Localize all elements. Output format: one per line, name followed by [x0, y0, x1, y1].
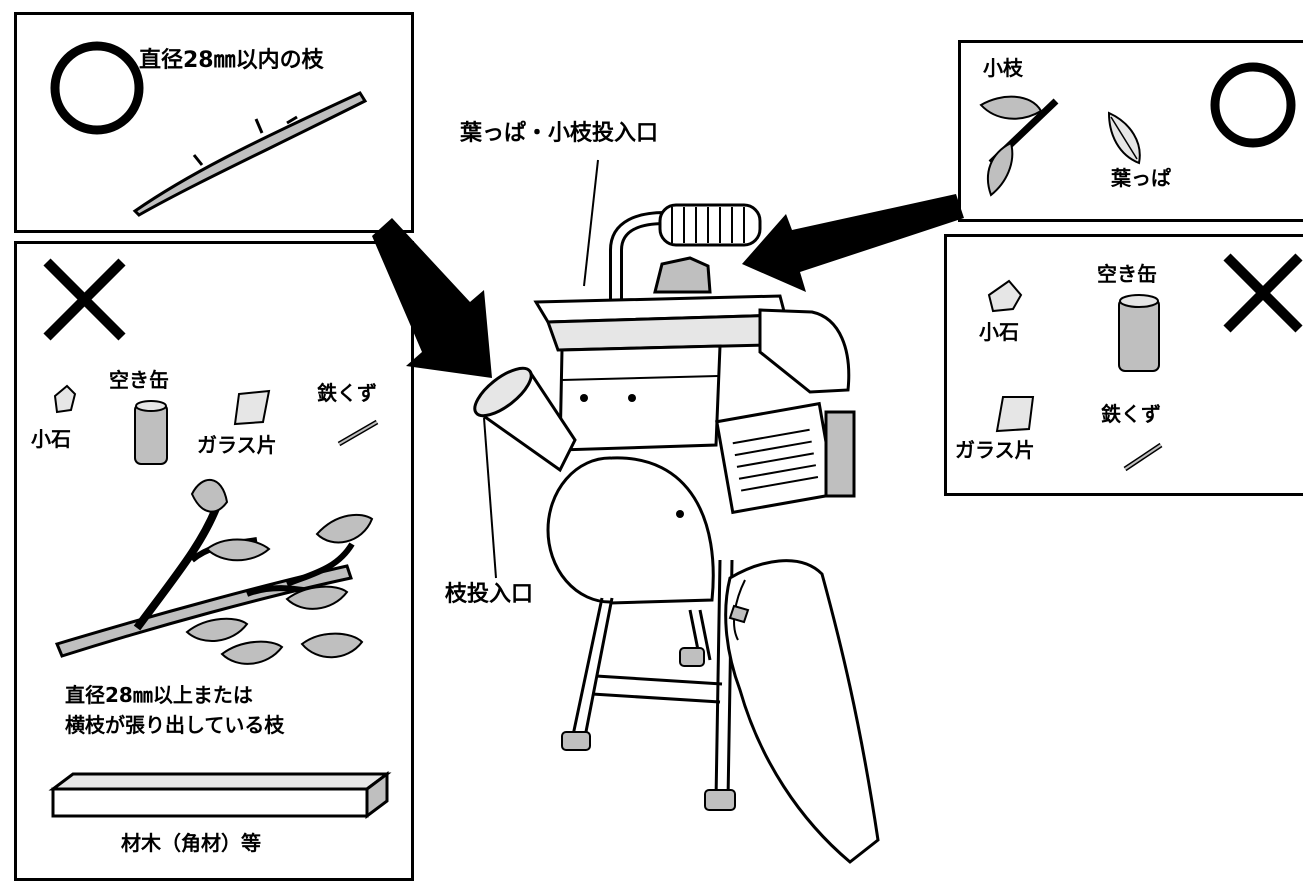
twig-illustration: [979, 95, 1059, 197]
ok-twig-leaf-panel: 小枝 葉っぱ: [958, 40, 1303, 222]
iron-label-right: 鉄くず: [1101, 402, 1161, 426]
leaf-label: 葉っぱ: [1111, 166, 1171, 190]
hopper-inlet-label: 葉っぱ・小枝投入口: [460, 121, 659, 146]
ng-cross-icon-right: [1223, 253, 1303, 333]
leaf-illustration: [1107, 111, 1141, 165]
iron-scrap-icon-right: [1123, 442, 1163, 472]
ok-circle-icon-right: [1210, 62, 1296, 148]
glass-label-right: ガラス片: [955, 438, 1035, 462]
stone-label-right: 小石: [979, 320, 1019, 344]
can-label-right: 空き缶: [1097, 262, 1157, 286]
thick-branch-illustration: [54, 478, 374, 665]
thick-branch-label-line2: 横枝が張り出している枝: [65, 713, 285, 737]
branch-inlet-leader-line: [483, 417, 497, 579]
stone-icon: [53, 384, 77, 414]
lumber-illustration: [48, 771, 392, 819]
thin-branch-illustration: [132, 91, 368, 217]
thick-branch-label-line1: 直径28㎜以上または: [65, 683, 253, 707]
ng-cross-icon: [43, 258, 126, 341]
iron-label: 鉄くず: [317, 381, 377, 405]
ok-circle-icon: [50, 41, 144, 135]
lumber-label: 材木（角材）等: [121, 831, 261, 855]
stone-label: 小石: [31, 427, 71, 451]
iron-scrap-icon: [337, 419, 379, 447]
ok-branch-label: 直径28㎜以内の枝: [139, 48, 324, 73]
hopper-leader-line: [583, 159, 599, 287]
stone-icon-right: [987, 279, 1023, 313]
can-label: 空き缶: [109, 368, 169, 392]
glass-label: ガラス片: [197, 433, 277, 457]
branch-inlet-label: 枝投入口: [445, 582, 534, 607]
can-icon: [134, 400, 168, 465]
glass-shard-icon: [233, 389, 271, 426]
ng-items-panel-right: 小石 空き缶 ガラス片 鉄くず: [944, 234, 1303, 496]
twig-label: 小枝: [983, 56, 1023, 80]
can-icon-right: [1118, 294, 1160, 372]
glass-shard-icon-right: [995, 396, 1035, 433]
ok-branch-panel: 直径28㎜以内の枝: [14, 12, 414, 233]
